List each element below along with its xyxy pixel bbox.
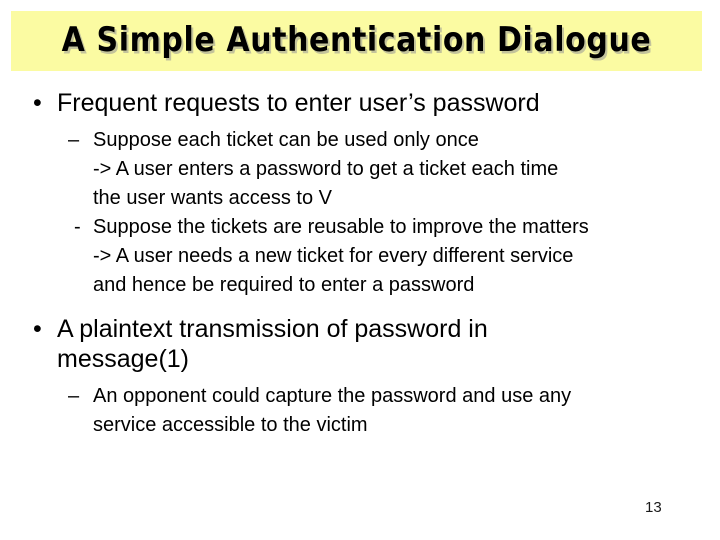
bullet-level2-line2: service accessible to the victim [93, 414, 368, 436]
bullet-level2-line3: and hence be required to enter a passwor… [93, 274, 475, 296]
bullet-level1-plaintext-transmission: • A plaintext transmission of password i… [0, 314, 720, 374]
slide-title: A Simple Authentication Dialogue [61, 20, 652, 61]
spacer [0, 300, 720, 314]
bullet-level2-reusable-ticket: - Suppose the tickets are reusable to im… [0, 213, 720, 300]
bullet-level2-line3: the user wants access to V [93, 187, 333, 209]
bullet-level1-line2: message(1) [57, 345, 189, 373]
bullet-level2-line1: An opponent could capture the password a… [93, 385, 572, 407]
spacer [0, 374, 720, 382]
bullet-level2-line2: -> A user needs a new ticket for every d… [93, 245, 574, 267]
bullet-level2-opponent-capture: – An opponent could capture the password… [0, 382, 720, 440]
bullet-dot-icon: • [33, 89, 42, 117]
slide-body: • Frequent requests to enter user’s pass… [0, 88, 720, 440]
bullet-level1-line1: A plaintext transmission of password in [57, 315, 488, 343]
spacer [0, 118, 720, 126]
bullet-level2-single-use-ticket: – Suppose each ticket can be used only o… [0, 126, 720, 213]
bullet-dot-icon: • [33, 315, 42, 343]
page-number: 13 [645, 499, 662, 516]
title-banner: A Simple Authentication Dialogue [11, 11, 702, 71]
dash-hyphen-icon: - [74, 216, 81, 238]
bullet-level2-line2: -> A user enters a password to get a tic… [93, 158, 559, 180]
bullet-level2-line1: Suppose the tickets are reusable to impr… [93, 216, 589, 238]
dash-en-icon: – [68, 129, 80, 151]
bullet-level1-frequent-requests: • Frequent requests to enter user’s pass… [0, 88, 720, 118]
dash-en-icon: – [68, 385, 80, 407]
bullet-level1-text: Frequent requests to enter user’s passwo… [57, 89, 540, 117]
bullet-level2-line1: Suppose each ticket can be used only onc… [93, 129, 479, 151]
